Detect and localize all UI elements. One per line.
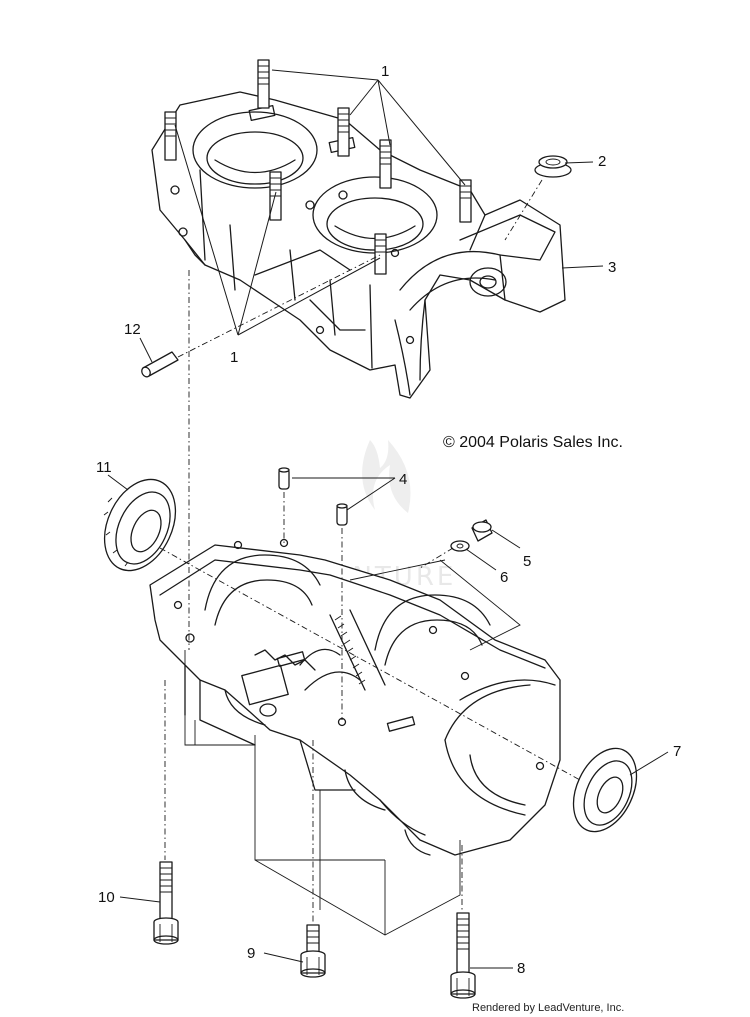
dowel-pins [278,467,348,526]
callout-labels: 1 1 2 3 4 5 6 7 8 9 10 11 12 [96,63,681,977]
callout-5: 5 [523,553,531,570]
copyright-text: © 2004 Polaris Sales Inc. [443,434,623,451]
render-credit: Rendered by LeadVenture, Inc. [472,1002,624,1014]
stud [337,107,350,157]
callout-10: 10 [98,889,115,906]
phantom-lines [184,559,521,936]
crank-seal-left [103,478,177,572]
bolt-8 [450,912,476,999]
lower-crankcase [149,538,561,856]
stud [379,139,392,189]
upper-crankcase [151,91,566,399]
stud [374,233,387,275]
stud [459,179,472,223]
crank-seal-right [572,747,638,833]
callout-1-top: 1 [381,63,389,80]
stud [257,59,270,109]
callout-3: 3 [608,259,616,276]
alignment-lines [159,179,581,925]
callout-1-bottom: 1 [230,349,238,366]
screw-washer [450,519,493,552]
callout-9: 9 [247,945,255,962]
callout-12: 12 [124,321,141,338]
callout-8: 8 [517,960,525,977]
dowel-pin [141,351,179,378]
leader-lines [107,69,669,969]
plug-grommet [534,155,572,178]
callout-6: 6 [500,569,508,586]
callout-4: 4 [399,471,407,488]
stud [269,171,282,221]
bolt-9 [300,924,326,978]
stud [164,111,177,161]
callout-7: 7 [673,743,681,760]
bolt-10 [153,861,179,945]
cylinder-studs [164,59,472,275]
callout-2: 2 [598,153,606,170]
callout-11: 11 [96,459,112,476]
